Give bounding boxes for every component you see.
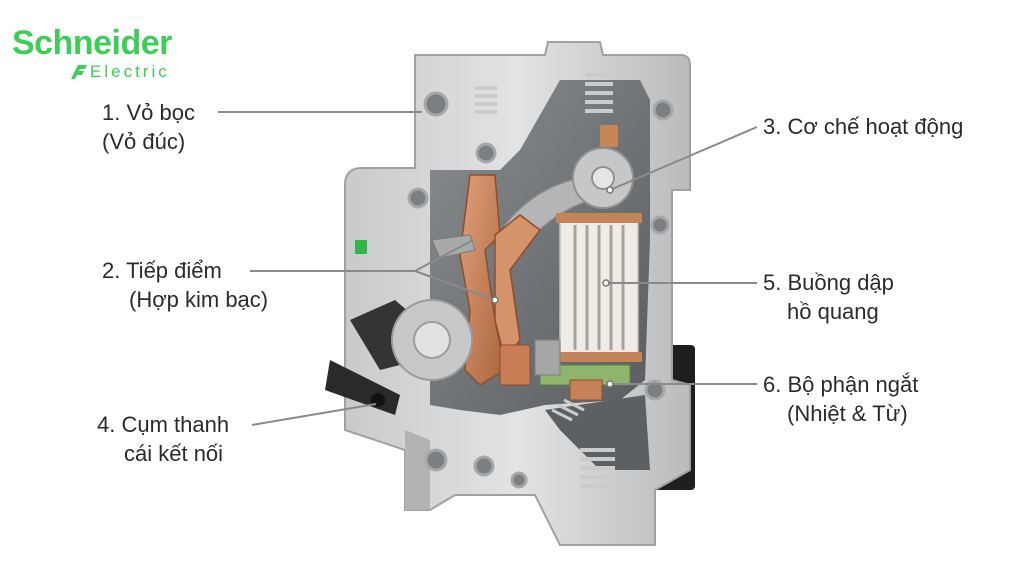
bottom-spring xyxy=(580,448,615,488)
screw-holes xyxy=(407,91,674,489)
label-contacts-line1: 2. Tiếp điểm xyxy=(102,258,222,283)
status-indicator xyxy=(355,240,367,254)
label-busbar-line2: cái kết nối xyxy=(124,441,224,466)
label-mechanism-line1: 3. Cơ chế hoạt động xyxy=(763,114,964,139)
brand-sub-row: Electric xyxy=(68,62,172,82)
label-trip-unit-line2: (Nhiệt & Từ) xyxy=(787,401,908,426)
arc-chute xyxy=(556,213,642,362)
lower-cavity xyxy=(545,395,650,470)
label-arc-chamber-line1: 5. Buồng dập xyxy=(763,270,894,295)
label-mechanism: 3. Cơ chế hoạt động xyxy=(763,112,963,141)
label-trip-unit-line1: 6. Bộ phận ngắt xyxy=(763,372,919,397)
housing-side-shadow xyxy=(405,430,430,510)
brand-name: Schneider xyxy=(12,24,172,62)
toggle-handle xyxy=(325,299,473,415)
trip-spring xyxy=(551,398,585,422)
label-contacts: 2. Tiếp điểm (Hợp kim bạc) xyxy=(102,256,268,314)
label-arc-chamber: 5. Buồng dập hồ quang xyxy=(763,268,894,326)
label-busbar: 4. Cụm thanh cái kết nối xyxy=(97,410,229,468)
schneider-lifeis-on-icon xyxy=(71,65,87,79)
brand-logo: Schneider Electric xyxy=(12,26,172,82)
label-enclosure-line1: 1. Vỏ bọc xyxy=(102,100,195,125)
top-spring xyxy=(585,73,613,113)
trip-unit xyxy=(534,339,631,401)
label-trip-unit: 6. Bộ phận ngắt (Nhiệt & Từ) xyxy=(763,370,918,428)
label-busbar-line1: 4. Cụm thanh xyxy=(97,412,230,437)
label-arc-chamber-line2: hồ quang xyxy=(787,299,879,324)
label-contacts-line2: (Hợp kim bạc) xyxy=(129,287,269,312)
leader-lines xyxy=(218,111,758,426)
label-enclosure-line2: (Vỏ đúc) xyxy=(102,129,186,154)
leader-dots xyxy=(491,186,614,388)
label-enclosure: 1. Vỏ bọc (Vỏ đúc) xyxy=(102,98,195,156)
left-spring xyxy=(475,86,497,114)
brand-sub-name: Electric xyxy=(90,62,170,81)
